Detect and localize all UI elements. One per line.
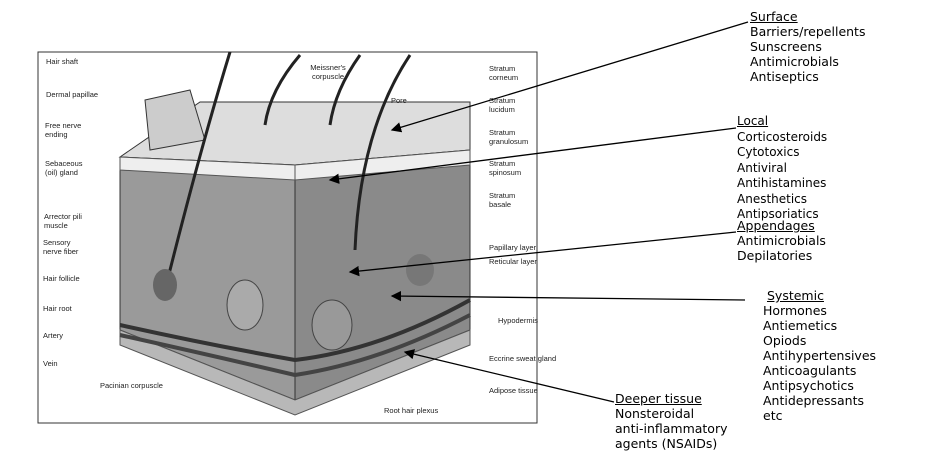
label-root-hair-plexus: Root hair plexus <box>384 406 439 415</box>
label-stratum-granulosum: Stratum granulosum <box>489 128 529 146</box>
systemic-item: etc <box>763 408 783 423</box>
label-sensory-nerve: Sensory nerve fiber <box>43 238 79 256</box>
label-free-nerve-ending: Free nerve ending <box>45 121 82 139</box>
group-systemic: Systemic Hormones Antiemetics Opiods Ant… <box>763 288 876 423</box>
local-item: Anesthetics <box>737 191 808 206</box>
label-eccrine-gland: Eccrine sweat gland <box>489 354 557 363</box>
local-title: Local <box>737 114 769 128</box>
local-item: Corticosteroids <box>737 129 828 144</box>
appendages-item: Antimicrobials <box>737 233 826 248</box>
label-papillary-layer: Papillary layer <box>489 243 537 252</box>
deeper-title: Deeper tissue <box>615 391 702 406</box>
label-pacinian: Pacinian corpuscle <box>100 381 163 390</box>
deeper-item: agents (NSAIDs) <box>615 436 718 451</box>
systemic-title: Systemic <box>767 288 824 303</box>
label-stratum-lucidum: Stratum lucidum <box>489 96 516 114</box>
label-adipose-tissue: Adipose tissue <box>489 386 538 395</box>
systemic-item: Antihypertensives <box>763 348 877 363</box>
label-stratum-spinosum: Stratum spinosum <box>489 159 522 177</box>
surface-title: Surface <box>750 9 798 24</box>
label-vein: Vein <box>43 359 58 368</box>
systemic-item: Antidepressants <box>763 393 864 408</box>
deeper-item: anti-inflammatory <box>615 421 728 436</box>
label-stratum-corneum: Stratum corneum <box>489 64 519 82</box>
local-item: Antihistamines <box>737 176 827 190</box>
label-hair-root: Hair root <box>43 304 72 313</box>
systemic-item: Antiemetics <box>763 318 838 333</box>
label-reticular-layer: Reticular layer <box>489 257 537 266</box>
skin-block <box>118 51 471 416</box>
label-dermal-papillae: Dermal papillae <box>46 90 99 99</box>
label-meissner: Meissner's corpuscle <box>310 63 346 81</box>
arrows <box>328 21 749 403</box>
surface-item: Antimicrobials <box>750 54 839 69</box>
local-item: Antiviral <box>737 160 787 175</box>
group-deeper-tissue: Deeper tissue Nonsteroidal anti-inflamma… <box>615 391 728 451</box>
label-hair-follicle: Hair follicle <box>43 274 80 283</box>
surface-item: Barriers/repellents <box>750 24 866 39</box>
group-local: Local Corticosteroids Cytotoxics Antivir… <box>737 114 827 223</box>
systemic-item: Anticoagulants <box>763 363 857 378</box>
label-hair-shaft: Hair shaft <box>46 57 79 66</box>
label-arrector-pili: Arrector pili muscle <box>44 212 82 230</box>
label-sebaceous-gland: Sebaceous (oil) gland <box>45 159 83 177</box>
label-pore: Pore <box>391 96 407 105</box>
label-hypodermis: Hypodermis <box>498 316 539 325</box>
systemic-item: Antipsychotics <box>763 378 854 393</box>
systemic-item: Opiods <box>763 333 807 348</box>
surface-item: Antiseptics <box>750 69 819 84</box>
appendages-title: Appendages <box>737 218 815 233</box>
group-surface: Surface Barriers/repellents Sunscreens A… <box>750 9 865 84</box>
group-appendages: Appendages Antimicrobials Depilatories <box>737 218 826 263</box>
surface-item: Sunscreens <box>750 39 822 54</box>
local-item: Antipsoriatics <box>737 207 819 221</box>
local-item: Cytotoxics <box>737 145 800 159</box>
appendages-item: Depilatories <box>737 248 813 263</box>
label-stratum-basale: Stratum basale <box>489 191 516 209</box>
deeper-item: Nonsteroidal <box>615 406 695 421</box>
systemic-item: Hormones <box>763 303 827 318</box>
label-artery: Artery <box>43 331 64 340</box>
